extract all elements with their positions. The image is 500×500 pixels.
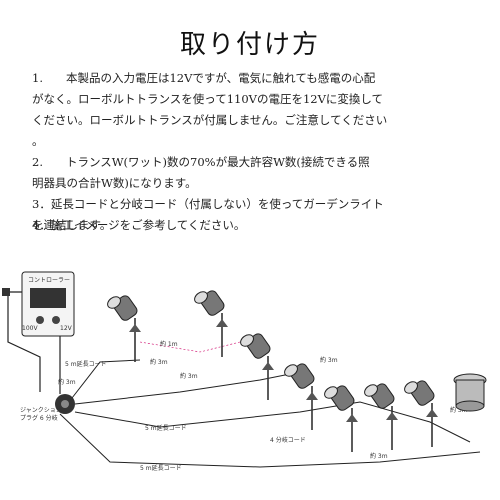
instruction-1: 1. 本製品の入力電圧は12Vですが、電気に触れても感電の心配 がなく。ローボル… [32,68,472,152]
junction-label: プラグ 6 分岐 [20,414,58,422]
instruction-line: 2. トランスW(ワット)数の70%が最大許容W数(接続できる照 [32,155,370,169]
instruction-2: 2. トランスW(ワット)数の70%が最大許容W数(接続できる照 明器具の合計W… [32,152,472,194]
spotlight-icon [104,293,142,363]
installation-diagram: コントローラー 100V 12V ジャンクション プラグ 6 分岐 5 m延長コ… [2,271,487,472]
cord-label: 5 m延長コード [140,464,182,472]
distance-label: 約 3m [58,378,76,386]
instruction-line: 。 [32,134,44,148]
cord-label: 5 m延長コード [145,424,187,432]
instruction-line: ください。ローボルトトランスが付属しません。ご注意してください [32,113,388,127]
distance-label: 約 3m [320,356,338,364]
controller-label: コントローラー [28,277,70,284]
spotlight-icon [321,383,359,453]
instruction-line: 4．施工イメージをご参考してください。 [32,218,246,232]
spotlight-icon [237,331,275,401]
spotlight-icon [281,361,319,431]
ground-light-icon [453,373,487,412]
spotlight-icon [361,381,399,451]
controller-box: コントローラー 100V 12V [21,271,75,337]
instruction-4: 4．施工イメージをご参考してください。 [32,215,472,236]
distance-label: 約 3m [150,358,168,366]
instruction-line: 3．延長コードと分岐コード（付属しない）を使ってガーデンライト [32,197,384,211]
input-voltage-label: 100V [22,325,38,332]
instruction-3: 3．延長コードと分岐コード（付属しない）を使ってガーデンライト を連結します。 [32,194,472,236]
distance-label: 約 3m [180,372,198,380]
instruction-line: を連結します。 [32,218,112,232]
instruction-line: がなく。ローボルトトランスを使って110Vの電圧を12Vに変換して [32,92,384,106]
cord-label: 5 m延長コード [65,360,107,368]
junction-plug: ジャンクション プラグ 6 分岐 [20,394,75,422]
output-voltage-label: 12V [60,325,73,332]
spotlight-icon [401,378,439,448]
distance-label: 約 3m [370,452,388,460]
spotlight-icon [191,288,229,358]
branch-cord-label: 4 分岐コード [270,436,306,444]
instruction-line: 1. 本製品の入力電圧は12Vですが、電気に触れても感電の心配 [32,71,376,85]
junction-label: ジャンクション [20,407,62,414]
distance-label: 約 3m [450,406,468,414]
page-title: 取り付け方 [179,30,320,60]
instruction-line: 明器具の合計W数)になります。 [32,176,197,190]
distance-label: 約 1m [160,340,178,348]
